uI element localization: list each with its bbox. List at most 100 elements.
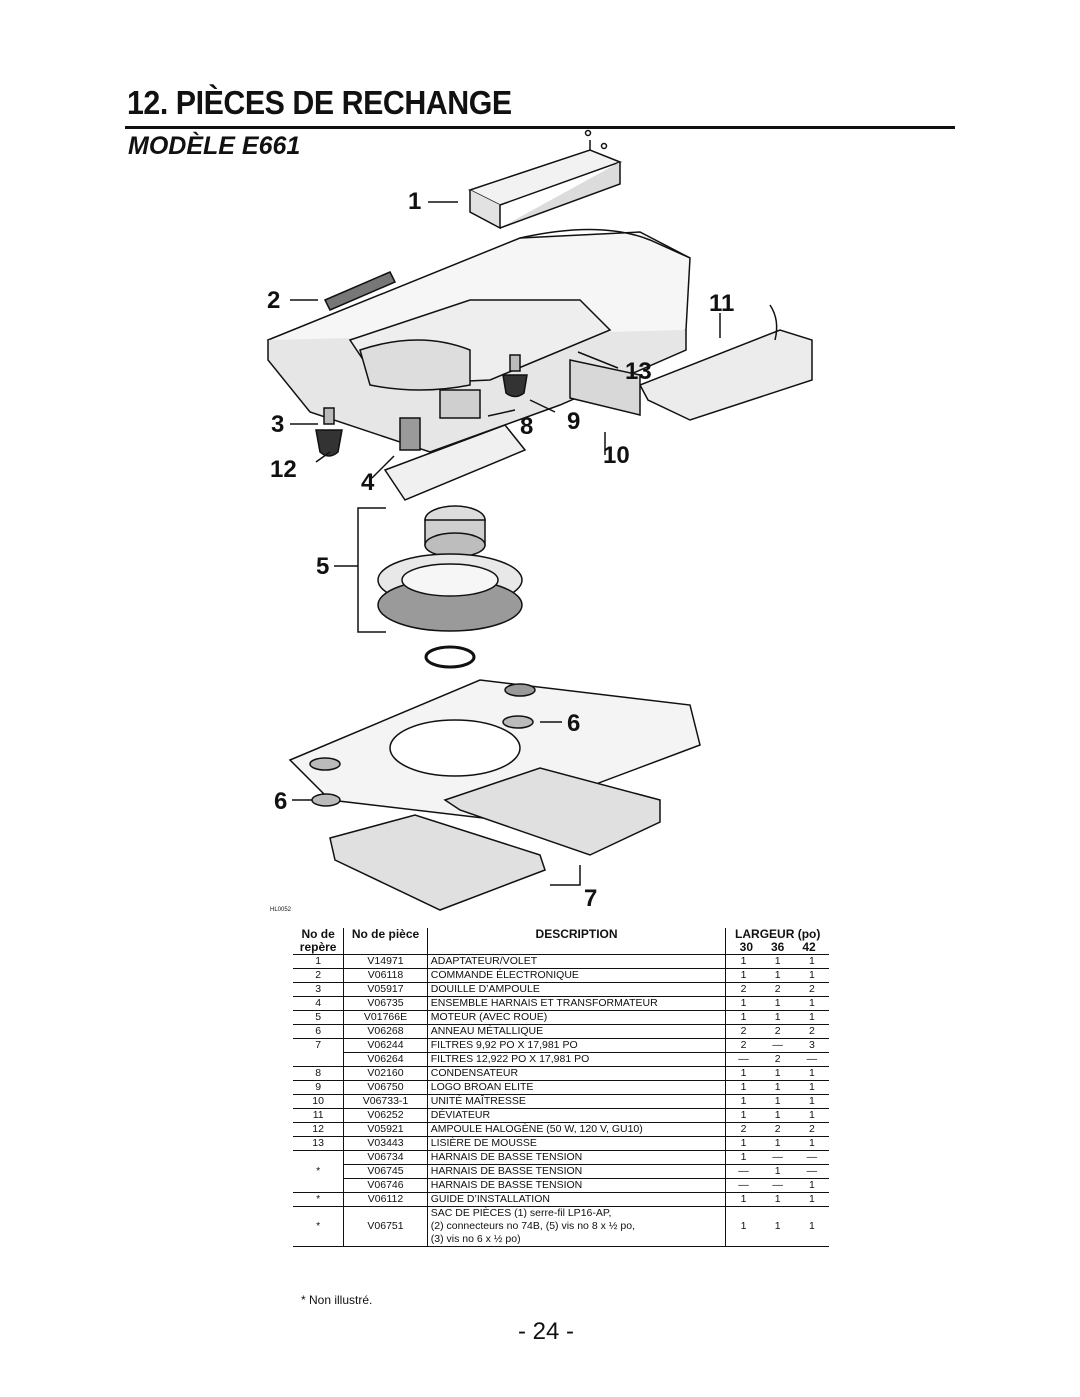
width-30-cell: — — [725, 1164, 761, 1179]
callout-9: 9 — [567, 408, 581, 435]
width-42-cell: — — [794, 1164, 829, 1179]
description-cell: FILTRES 12,922 PO X 17,981 PO — [427, 1052, 727, 1067]
table-bottom-rule — [293, 1246, 829, 1247]
description-cell: SAC DE PIÈCES (1) serre-fil LP16-AP,(2) … — [427, 1206, 727, 1247]
bulb-drawing — [315, 354, 528, 457]
description-line: SAC DE PIÈCES (1) serre-fil LP16-AP, — [430, 1207, 612, 1219]
part-number-cell: V06252 — [343, 1108, 428, 1123]
bottom-pan-drawing — [288, 679, 701, 821]
callout-8: 8 — [520, 413, 534, 440]
width-30-cell: 2 — [725, 982, 761, 997]
part-number-cell: V05917 — [343, 982, 428, 997]
ref-cell: 11 — [293, 1108, 345, 1123]
width-36-cell: 1 — [760, 1192, 795, 1207]
width-30-cell: 2 — [725, 1038, 761, 1053]
description-cell: CONDENSATEUR — [427, 1066, 727, 1081]
width-30-cell: 1 — [725, 1136, 761, 1151]
width-30-cell: 1 — [725, 1094, 761, 1109]
width-42-cell: 2 — [794, 982, 829, 997]
width-30-cell: 1 — [725, 996, 761, 1011]
width-36-cell: 1 — [760, 1094, 795, 1109]
width-42-cell: 1 — [794, 1136, 829, 1151]
part-number-cell: V06268 — [343, 1024, 428, 1039]
model-title: MODÈLE E661 — [128, 132, 301, 160]
deflector-drawing — [638, 304, 813, 421]
part-number-cell: V06118 — [343, 968, 428, 983]
width-30-cell: 2 — [725, 1122, 761, 1137]
description-cell: UNITÉ MAÎTRESSE — [427, 1094, 727, 1109]
part-number-cell: V06734 — [343, 1150, 428, 1165]
width-30-cell: 1 — [725, 1066, 761, 1081]
description-cell: DOUILLE D’AMPOULE — [427, 982, 727, 997]
width-30-cell: — — [725, 1178, 761, 1193]
width-42-cell: 1 — [794, 1080, 829, 1095]
width-42-cell: 1 — [794, 1094, 829, 1109]
ref-cell: * — [293, 1206, 345, 1247]
parts-table: No de repère No de pièce DESCRIPTION LAR… — [293, 928, 829, 1247]
width-36-cell: 1 — [760, 1164, 795, 1179]
col-width-header: LARGEUR (po) 30 36 42 — [735, 927, 821, 954]
width-30-cell: 1 — [725, 1206, 761, 1247]
part-number-cell: V06264 — [343, 1052, 428, 1067]
ref-cell — [293, 1150, 345, 1165]
width-36-cell: 1 — [760, 1136, 795, 1151]
ref-cell: 12 — [293, 1122, 345, 1137]
width-30-cell: 1 — [725, 968, 761, 983]
width-36-cell: 1 — [760, 968, 795, 983]
part-number-cell: V06112 — [343, 1192, 428, 1207]
ref-cell: 13 — [293, 1136, 345, 1151]
table-bottom-rule-cell — [293, 1246, 829, 1247]
width-42-cell: 1 — [794, 1192, 829, 1207]
width-36-cell: 2 — [760, 1122, 795, 1137]
motor-wheel-drawing — [357, 505, 523, 633]
description-line: (2) connecteurs no 74B, (5) vis no 8 x ½… — [430, 1220, 636, 1232]
width-36-cell: — — [760, 1150, 795, 1165]
width-42-cell: 2 — [794, 1024, 829, 1039]
description-cell: HARNAIS DE BASSE TENSION — [427, 1150, 727, 1165]
description-cell: ENSEMBLE HARNAIS ET TRANSFORMATEUR — [427, 996, 727, 1011]
callout-5: 5 — [316, 553, 330, 580]
description-cell: LISIÈRE DE MOUSSE — [427, 1136, 727, 1151]
part-number-cell: V06733-1 — [343, 1094, 428, 1109]
ref-cell: 7 — [293, 1038, 345, 1053]
part-number-cell: V03443 — [343, 1136, 428, 1151]
ref-cell — [293, 1052, 345, 1067]
width-42-cell: 1 — [794, 1178, 829, 1193]
width-36-cell: 1 — [760, 1066, 795, 1081]
part-number-cell: V06750 — [343, 1080, 428, 1095]
description-line: (3) vis no 6 x ½ po) — [430, 1233, 521, 1245]
width-36-cell: 1 — [760, 996, 795, 1011]
width-30-cell: 1 — [725, 1192, 761, 1207]
ref-cell: 5 — [293, 1010, 345, 1025]
part-number-cell: V06751 — [343, 1206, 428, 1247]
col-description-header: DESCRIPTION — [427, 928, 727, 955]
part-number-cell: V06735 — [343, 996, 428, 1011]
footnote: * Non illustré. — [301, 1293, 373, 1307]
description-cell: DÉVIATEUR — [427, 1108, 727, 1123]
ref-cell: 2 — [293, 968, 345, 983]
width-42-cell: — — [794, 1052, 829, 1067]
callout-1: 1 — [408, 188, 422, 215]
width-42-cell: 1 — [794, 1206, 829, 1247]
title-rule — [125, 126, 955, 129]
width-42-cell: 1 — [794, 1108, 829, 1123]
width-30-cell: 1 — [725, 1108, 761, 1123]
ref-cell: 3 — [293, 982, 345, 997]
filters-drawing — [329, 767, 661, 911]
part-number-cell: V14971 — [343, 954, 428, 969]
callout-2: 2 — [267, 287, 281, 314]
part-number-cell: V06746 — [343, 1178, 428, 1193]
width-42-cell: 1 — [794, 1066, 829, 1081]
width-36-cell: 1 — [760, 1080, 795, 1095]
